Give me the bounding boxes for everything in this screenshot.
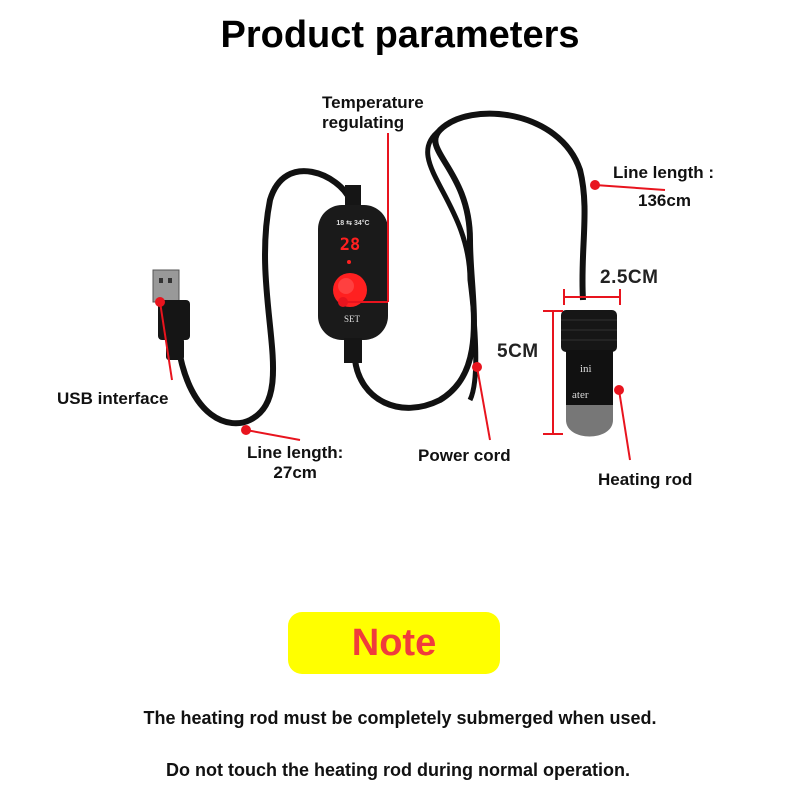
- label-temperature-regulating: Temperature regulating: [322, 93, 424, 133]
- usb-cable: [175, 168, 353, 427]
- svg-text:ini: ini: [580, 363, 592, 375]
- temperature-controller: 18 ⇆ 34°C 28 SET: [318, 185, 388, 363]
- note-line-1: The heating rod must be completely subme…: [143, 708, 657, 728]
- callout-lines: [159, 133, 666, 461]
- heating-rod: ini ater: [561, 310, 617, 437]
- label-line-length-long: Line length : 136cm: [613, 163, 715, 211]
- label-line-length-short: Line length: 27cm: [247, 443, 344, 483]
- svg-text:ater: ater: [572, 389, 589, 401]
- page-title: Product parameters: [220, 14, 580, 56]
- power-cable: [352, 110, 588, 411]
- callout-dots: [155, 180, 624, 435]
- dimension-markers: [543, 289, 621, 435]
- dimension-height: 5CM: [497, 341, 539, 362]
- svg-text:SET: SET: [344, 314, 361, 324]
- note-badge: Note: [288, 612, 500, 674]
- label-usb-interface: USB interface: [57, 389, 169, 408]
- dimension-width: 2.5CM: [600, 267, 659, 288]
- usb-plug: [152, 269, 190, 360]
- label-power-cord: Power cord: [418, 446, 511, 465]
- svg-text:28: 28: [340, 235, 360, 255]
- svg-text:18 ⇆ 34°C: 18 ⇆ 34°C: [336, 219, 369, 227]
- label-heating-rod: Heating rod: [598, 470, 693, 489]
- note-line-2: Do not touch the heating rod during norm…: [166, 760, 630, 780]
